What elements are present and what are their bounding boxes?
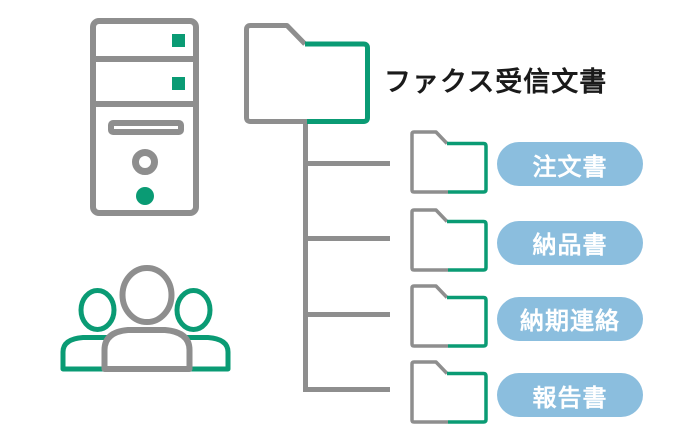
child-folder-icon [410, 360, 488, 424]
child-folder-icon [410, 129, 488, 194]
child-folder-pill: 報告書 [497, 373, 643, 417]
child-folder-pill: 納期連絡 [497, 296, 643, 341]
user-group-icon [60, 265, 231, 372]
tree-trunk-line [303, 124, 308, 391]
root-folder-label: ファクス受信文書 [384, 67, 608, 97]
tree-branch-line [303, 311, 390, 317]
root-folder-icon [244, 23, 370, 124]
tree-branch-line [303, 236, 390, 241]
server-tower-icon [90, 18, 199, 216]
tree-branch-line [303, 161, 390, 166]
child-folder-pill: 納品書 [497, 220, 643, 265]
child-folder-icon [410, 284, 488, 348]
child-folder-icon [410, 208, 488, 272]
tree-branch-line [303, 386, 390, 392]
child-folder-pill: 注文書 [497, 142, 643, 186]
